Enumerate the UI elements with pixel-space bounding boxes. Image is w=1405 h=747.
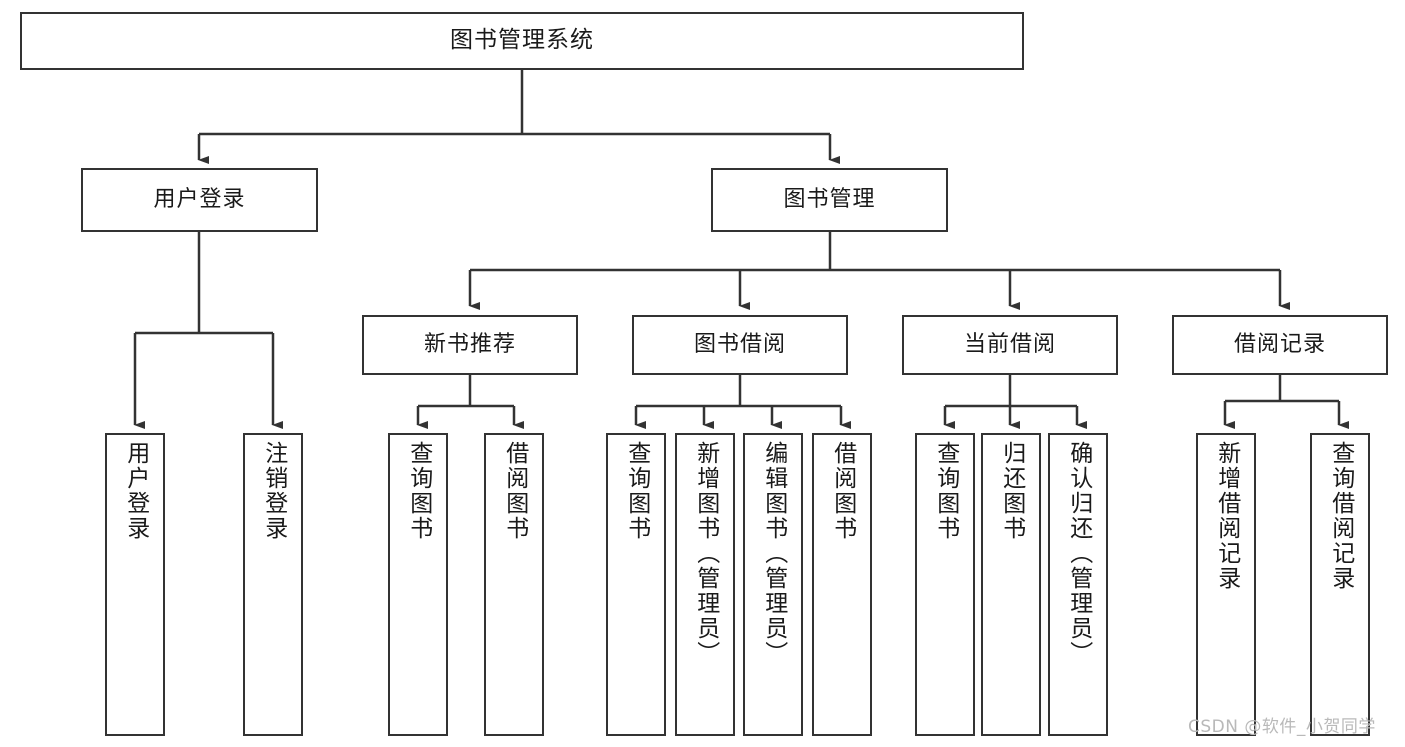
- node-new-book-recommend[interactable]: 新书推荐: [362, 315, 578, 375]
- leaf-book-borrow-add-admin[interactable]: 新增图书（管理员）: [675, 433, 735, 736]
- node-label: 查询图书: [932, 441, 959, 541]
- leaf-user-login-signin[interactable]: 用户登录: [105, 433, 165, 736]
- node-label: 借阅图书: [501, 441, 528, 541]
- leaf-user-login-signout[interactable]: 注销登录: [243, 433, 303, 736]
- leaf-current-borrow-return[interactable]: 归还图书: [981, 433, 1041, 736]
- node-label: 当前借阅: [963, 332, 1056, 358]
- node-label: 新增图书（管理员）: [692, 441, 719, 666]
- node-label: 查询借阅记录: [1327, 441, 1354, 591]
- leaf-book-borrow-edit-admin[interactable]: 编辑图书（管理员）: [743, 433, 803, 736]
- node-borrow-records[interactable]: 借阅记录: [1172, 315, 1388, 375]
- node-user-login[interactable]: 用户登录: [81, 168, 318, 232]
- node-label: 用户登录: [153, 187, 246, 213]
- node-label: 查询图书: [623, 441, 650, 541]
- leaf-current-borrow-query[interactable]: 查询图书: [915, 433, 975, 736]
- node-book-management[interactable]: 图书管理: [711, 168, 948, 232]
- node-label: 借阅图书: [829, 441, 856, 541]
- leaf-book-borrow-query[interactable]: 查询图书: [606, 433, 666, 736]
- node-book-borrow[interactable]: 图书借阅: [632, 315, 848, 375]
- node-label: 查询图书: [405, 441, 432, 541]
- node-label: 用户登录: [122, 441, 149, 541]
- node-label: 新增借阅记录: [1213, 441, 1240, 591]
- node-label: 图书借阅: [693, 332, 786, 358]
- node-label: 确认归还（管理员）: [1065, 441, 1092, 666]
- watermark-text: CSDN @软件_小贺同学: [1188, 717, 1376, 737]
- leaf-new-book-borrow[interactable]: 借阅图书: [484, 433, 544, 736]
- leaf-borrow-records-query[interactable]: 查询借阅记录: [1310, 433, 1370, 736]
- node-current-borrow[interactable]: 当前借阅: [902, 315, 1118, 375]
- node-root-book-management-system[interactable]: 图书管理系统: [20, 12, 1024, 70]
- node-label: 借阅记录: [1233, 332, 1326, 358]
- node-label: 图书管理: [783, 187, 876, 213]
- node-label: 归还图书: [998, 441, 1025, 541]
- node-label: 图书管理系统: [450, 27, 594, 54]
- node-label: 新书推荐: [423, 332, 516, 358]
- node-label: 编辑图书（管理员）: [760, 441, 787, 666]
- node-label: 注销登录: [260, 441, 287, 541]
- leaf-book-borrow-borrow[interactable]: 借阅图书: [812, 433, 872, 736]
- leaf-current-borrow-confirm-admin[interactable]: 确认归还（管理员）: [1048, 433, 1108, 736]
- leaf-borrow-records-add[interactable]: 新增借阅记录: [1196, 433, 1256, 736]
- leaf-new-book-query[interactable]: 查询图书: [388, 433, 448, 736]
